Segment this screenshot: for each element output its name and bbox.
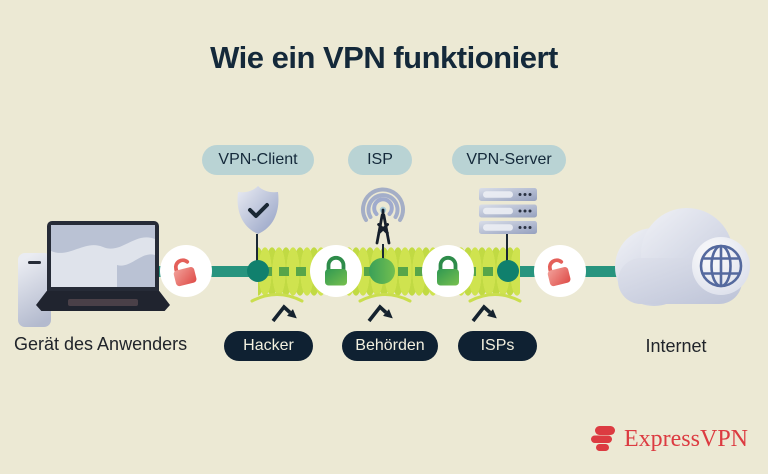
smartphone-icon <box>18 253 51 327</box>
globe-icon <box>697 242 745 290</box>
station-label-isp: ISP <box>348 145 412 175</box>
page-title: Wie ein VPN funktioniert <box>210 40 558 75</box>
lock-open-icon <box>160 245 212 297</box>
tunnel-node-server <box>497 260 519 282</box>
laptop-keyboard <box>68 299 138 306</box>
station-label-vpn-client: VPN-Client <box>202 145 314 175</box>
laptop-icon <box>47 221 159 291</box>
connector-isp <box>382 244 384 268</box>
lock-closed-icon <box>310 245 362 297</box>
connector-server <box>506 232 508 268</box>
tunnel-shield-arc <box>467 290 523 304</box>
laptop-screen <box>51 225 155 287</box>
deflect-arrow-icon <box>366 298 396 324</box>
device-label: Gerät des Anwenders <box>14 334 188 354</box>
lock-closed-icon <box>422 245 474 297</box>
tunnel-node-isp <box>369 258 395 284</box>
tunnel-node-client <box>247 260 269 282</box>
brand-wordmark: ExpressVPN <box>624 426 748 452</box>
internet-label: Internet <box>645 336 707 356</box>
shield-check-icon <box>235 184 281 236</box>
threat-label-behoerden: Behörden <box>342 331 438 361</box>
phone-notch <box>28 261 41 264</box>
threat-label-isps: ISPs <box>458 331 537 361</box>
connector-client <box>256 234 258 268</box>
threat-label-hacker: Hacker <box>224 331 313 361</box>
deflect-arrow-icon <box>270 298 300 324</box>
radio-tower-icon <box>353 180 413 246</box>
lock-open-icon <box>534 245 586 297</box>
tunnel-shield-arc <box>249 290 305 304</box>
deflect-arrow-icon <box>470 298 500 324</box>
server-rack-icon <box>478 188 538 234</box>
station-label-vpn-server: VPN-Server <box>452 145 566 175</box>
tunnel-shield-arc <box>357 290 413 304</box>
expressvpn-logo-icon <box>588 423 618 453</box>
